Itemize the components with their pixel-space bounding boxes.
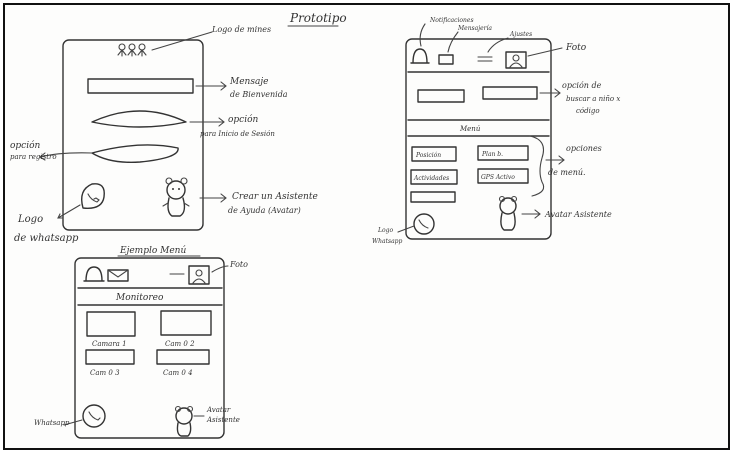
avatar-bear-icon-menu [174, 405, 194, 437]
logo-icon [117, 43, 147, 57]
login-label-1: opción [228, 114, 259, 125]
whatsapp-main-arrow [397, 225, 415, 233]
menu-item-box-1 [411, 146, 457, 162]
menu-item-box-5 [410, 191, 456, 203]
foto-arrow [211, 265, 229, 273]
whatsapp-menu-arrow [63, 419, 83, 426]
register-label-2: para registro [10, 153, 57, 161]
whatsapp-icon-main [413, 213, 435, 235]
welcome-message-box [87, 78, 194, 94]
menu-item-2: Plan b. [481, 151, 503, 158]
register-arrow [39, 152, 93, 161]
login-arrow [189, 117, 225, 127]
search-label-2: buscar a niño x [566, 95, 620, 103]
login-label-2: para Inicio de Sesión [200, 130, 275, 138]
avatar-menu-label-2: Asistente [206, 416, 240, 424]
whatsapp-main-label-2: Whatsapp [372, 238, 403, 245]
logo-arrow [151, 31, 213, 51]
menu-options-arrow [545, 155, 565, 165]
mensajeria-label: Mensajería [457, 25, 492, 32]
assistant-label-2: de Ayuda (Avatar) [228, 206, 301, 215]
settings-lines-icon [477, 56, 493, 62]
camera-box-4 [156, 349, 210, 365]
whatsapp-label-1: Logo [17, 214, 43, 225]
welcome-label-2: de Bienvenida [230, 90, 288, 99]
mensajeria-arrow [447, 31, 459, 53]
avatar-main-arrow [521, 209, 541, 219]
assistant-arrow [199, 193, 227, 203]
notification-bell-icon [410, 48, 430, 64]
menu-item-box-4 [477, 168, 529, 184]
foto-label: Foto [229, 260, 248, 269]
search-input-left [417, 89, 465, 103]
search-input-right [482, 86, 538, 100]
avatar-bear-icon [162, 177, 190, 217]
mail-icon-main [438, 54, 454, 65]
avatar-main-label: Avatar Asistente [544, 210, 612, 219]
menu-item-3: Actividades [413, 175, 449, 182]
camera-label-2: Cam 0 2 [165, 340, 195, 348]
mail-icon [107, 269, 129, 282]
login-option-shape [91, 110, 187, 128]
camera-box-1 [86, 311, 136, 337]
search-label-3: código [576, 107, 600, 115]
profile-photo-icon [505, 51, 527, 69]
whatsapp-label-2: de whatsapp [14, 233, 79, 244]
notificaciones-label: Notificaciones [429, 17, 474, 24]
menu-options-label-2: de menú. [548, 168, 586, 177]
foto-main-arrow [527, 47, 563, 57]
ajustes-label: Ajustes [509, 31, 532, 38]
whatsapp-icon-menu [82, 404, 106, 428]
bell-icon [83, 266, 105, 282]
whatsapp-menu-label: Whatsapp [34, 419, 70, 427]
menu-item-box-2 [477, 145, 529, 161]
sketch-sheet [3, 3, 730, 450]
login-phone-frame [62, 39, 204, 231]
menu-phone-frame [74, 257, 225, 439]
search-label-1: opción de [562, 81, 602, 90]
camera-label-1: Camara 1 [92, 340, 127, 348]
whatsapp-main-label-1: Logo [377, 227, 393, 234]
camera-label-3: Cam 0 3 [90, 369, 120, 377]
logo-label: Logo de mines [211, 25, 271, 34]
camera-box-2 [160, 310, 212, 336]
whatsapp-icon [80, 183, 105, 209]
monitoreo-label: Monitoreo [115, 293, 164, 303]
avatar-menu-label-1: Avatar [206, 406, 231, 414]
camera-label-4: Cam 0 4 [163, 369, 193, 377]
avatar-bear-icon-main [498, 195, 518, 231]
menu-brace [529, 135, 545, 197]
menu-item-box-3 [410, 169, 458, 185]
foto-main-label: Foto [565, 43, 587, 53]
menu-title: Menú [459, 125, 481, 133]
menu-item-1: Posición [415, 152, 441, 159]
ajustes-arrow [487, 37, 509, 53]
menu-item-4: GPS Activo [481, 174, 515, 181]
welcome-label-1: Mensaje [229, 77, 268, 87]
camera-box-3 [85, 349, 135, 365]
search-arrow [539, 88, 561, 98]
whatsapp-arrow [57, 204, 81, 219]
menu-example-title: Ejemplo Menú [119, 245, 186, 256]
page-title: Prototipo [289, 11, 347, 25]
register-label-1: opción [10, 140, 41, 151]
register-option-shape [91, 144, 179, 163]
photo-icon [188, 265, 210, 285]
main-phone-frame [405, 38, 552, 240]
welcome-arrow [195, 81, 227, 91]
assistant-label-1: Crear un Asistente [232, 192, 318, 202]
notificaciones-arrow [419, 23, 426, 47]
menu-options-label-1: opciones [566, 144, 602, 153]
